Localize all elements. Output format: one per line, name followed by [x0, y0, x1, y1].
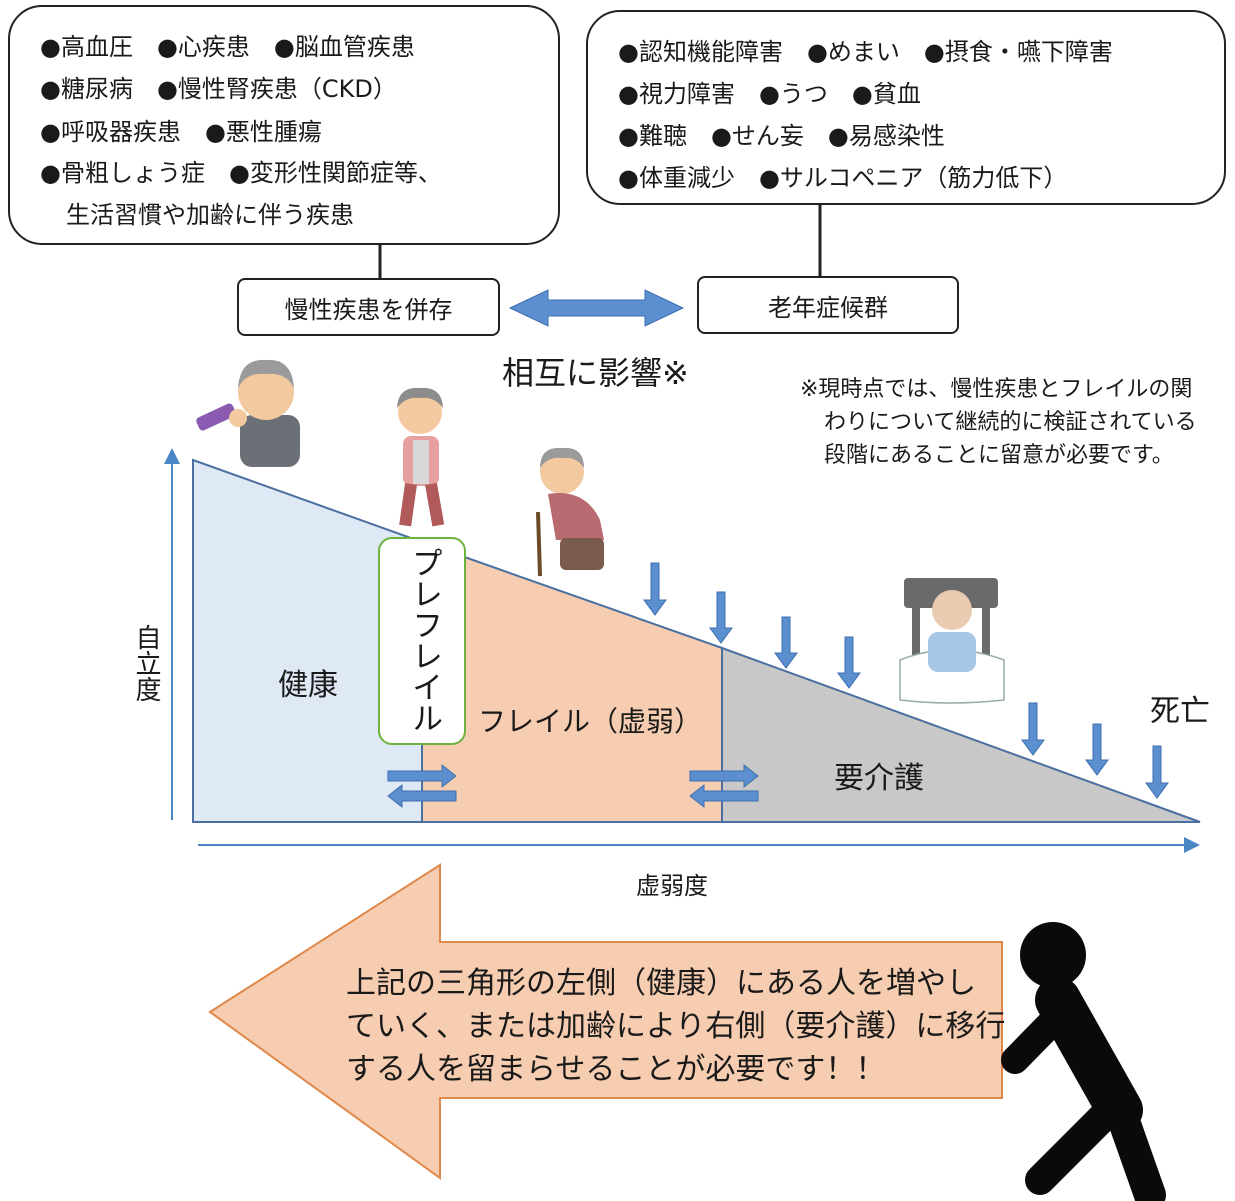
- note-line-3: 段階にあることに留意が必要です。: [824, 443, 1174, 468]
- transition-arrows-2: [689, 763, 759, 809]
- x-axis-label: 虚弱度: [636, 872, 708, 900]
- frail-label: フレイル（虚弱）: [478, 705, 703, 738]
- note-text: ※現時点では、慢性疾患とフレイルの関 わりについて継続的に検証されている 段階に…: [800, 373, 1197, 472]
- mutual-influence-label: 相互に影響※: [502, 354, 689, 392]
- geriatric-label: 老年症候群: [768, 293, 888, 322]
- y-axis-arrowhead: [164, 448, 180, 464]
- walking-person-silhouette: [1001, 922, 1166, 1201]
- chronic-line-4: ●骨粗しょう症 ●変形性関節症等、: [40, 159, 442, 187]
- chronic-label: 慢性疾患を併存: [284, 295, 453, 324]
- frail-region: [421, 540, 723, 823]
- transition-arrows-1: [387, 763, 457, 809]
- chronic-disease-box: ●高血圧 ●心疾患 ●脳血管疾患 ●糖尿病 ●慢性腎疾患（CKD） ●呼吸器疾患…: [8, 5, 560, 245]
- big-arrow-text: 上記の三角形の左側（健康）にある人を増やし ていく、または加齢により右側（要介護…: [346, 962, 1005, 1091]
- big-left-arrow: [208, 863, 1003, 1180]
- geriatric-label-box: 老年症候群: [697, 276, 959, 334]
- chronic-line-1: ●高血圧 ●心疾患 ●脳血管疾患: [40, 33, 415, 61]
- note-line-1: ※現時点では、慢性疾患とフレイルの関: [800, 377, 1193, 402]
- geriatric-line-3: ●難聴 ●せん妄 ●易感染性: [618, 122, 945, 150]
- geriatric-line-1: ●認知機能障害 ●めまい ●摂食・嚥下障害: [618, 38, 1113, 66]
- prefrail-label: プレフレイル: [406, 547, 442, 733]
- y-axis-label: 自立度: [131, 624, 161, 702]
- x-axis-arrowhead: [1184, 837, 1200, 853]
- bedridden-elder-illustration: [899, 578, 1005, 704]
- healthy-label: 健康: [278, 668, 338, 703]
- care-region: [721, 646, 1201, 823]
- care-label: 要介護: [834, 761, 924, 796]
- healthy-elder-illustration: [196, 359, 300, 467]
- frail-elder-illustration: [536, 447, 604, 577]
- death-label: 死亡: [1150, 694, 1210, 729]
- geriatric-syndrome-box: ●認知機能障害 ●めまい ●摂食・嚥下障害 ●視力障害 ●うつ ●貧血 ●難聴 …: [586, 10, 1226, 205]
- chronic-line-5: 生活習慣や加齢に伴う疾患: [66, 201, 354, 229]
- big-arrow-line-2: ていく、または加齢により右側（要介護）に移行: [346, 1009, 1006, 1044]
- prefrail-elder-illustration: [397, 387, 445, 527]
- big-arrow-line-1: 上記の三角形の左側（健康）にある人を増やし: [346, 966, 976, 1001]
- chronic-line-2: ●糖尿病 ●慢性腎疾患（CKD）: [40, 75, 397, 103]
- geriatric-line-2: ●視力障害 ●うつ ●貧血: [618, 80, 921, 108]
- chronic-label-box: 慢性疾患を併存: [237, 278, 500, 336]
- big-arrow-line-3: する人を留まらせることが必要です！！: [346, 1052, 886, 1087]
- decline-arrows: [643, 562, 1169, 799]
- chronic-line-3: ●呼吸器疾患 ●悪性腫瘍: [40, 118, 322, 146]
- geriatric-line-4: ●体重減少 ●サルコペニア（筋力低下）: [618, 164, 1068, 192]
- mutual-double-arrow: [508, 289, 685, 327]
- prefrail-box: プレフレイル: [378, 537, 466, 745]
- note-line-2: わりについて継続的に検証されている: [824, 410, 1197, 435]
